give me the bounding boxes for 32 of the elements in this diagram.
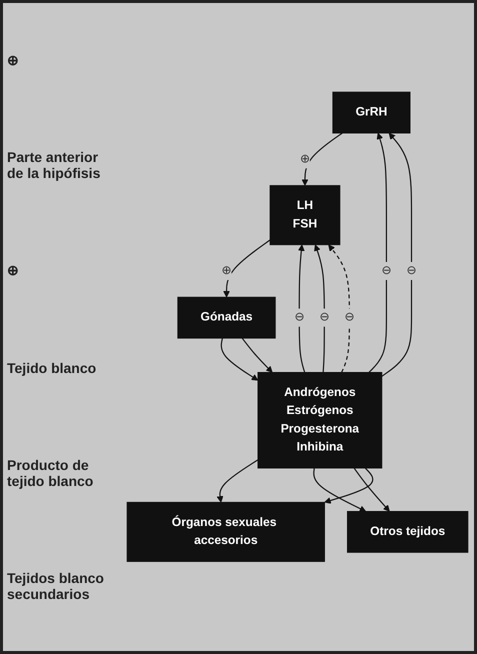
arrow <box>223 240 270 298</box>
arrow <box>328 244 350 373</box>
side-label: Tejidos blanco secundarios <box>7 570 105 602</box>
side-label: ⊕ <box>7 52 20 68</box>
arrow <box>302 132 343 186</box>
side-label: Producto de tejido blanco <box>7 456 94 489</box>
node-box: LH FSH <box>270 185 340 246</box>
arrow <box>298 244 306 373</box>
arrow <box>324 468 374 504</box>
arrow <box>354 468 390 512</box>
edge-label: ⊖ <box>406 264 416 278</box>
arrow <box>242 338 273 373</box>
edge-label: ⊕ <box>300 152 310 166</box>
edge-label: ⊖ <box>294 311 304 324</box>
arrow <box>314 244 325 373</box>
node-box: Gónadas <box>177 296 276 339</box>
node-box: Órganos sexuales accesorios <box>126 502 325 562</box>
side-label: Parte anterior de la hipófisis <box>7 148 102 181</box>
node-box: Otros tejidos <box>347 511 468 553</box>
edge-label: ⊖ <box>344 311 354 324</box>
side-label: ⊕ <box>7 262 20 278</box>
arrow <box>382 132 412 377</box>
node-box: GrRH <box>332 92 410 134</box>
side-label: Tejido blanco <box>7 360 98 376</box>
edge-label: ⊖ <box>319 311 330 324</box>
edge-label: ⊕ <box>222 264 232 278</box>
arrow <box>313 468 366 512</box>
arrow <box>220 338 258 381</box>
arrow <box>216 460 258 503</box>
arrow <box>368 132 387 373</box>
node-box: Andrógenos Estrógenos Progesterona Inhibina <box>258 372 382 469</box>
edge-label: ⊖ <box>382 264 392 278</box>
